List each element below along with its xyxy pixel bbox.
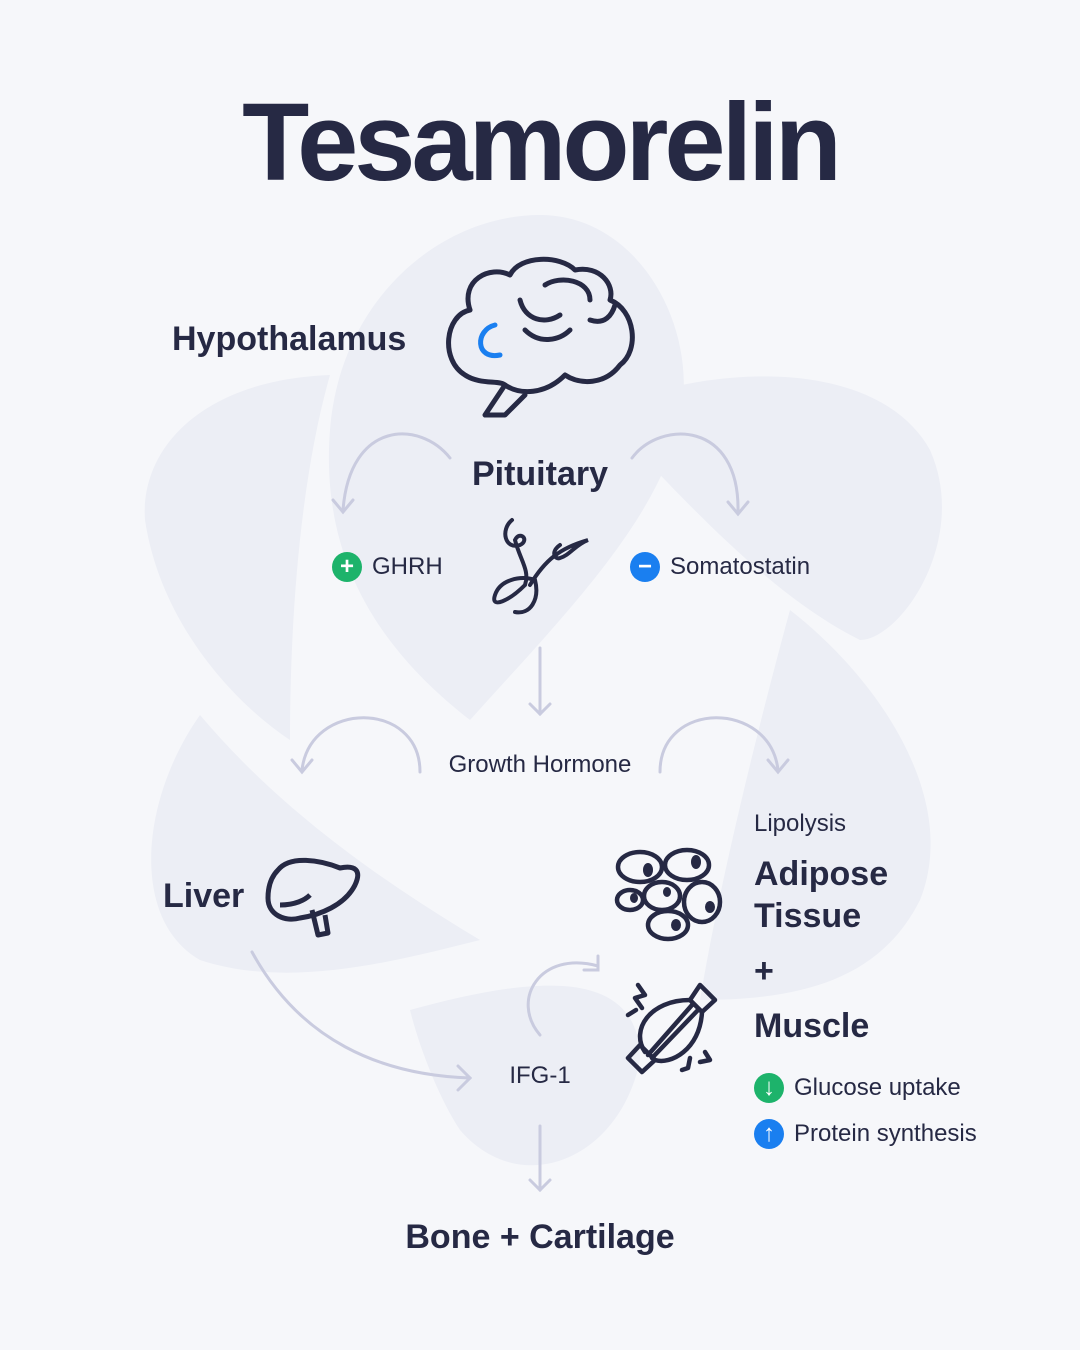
adipose-label-line1: Adipose [754,855,889,893]
effect-label: Protein synthesis [794,1120,977,1147]
igf-label: IFG-1 [509,1062,571,1089]
arrow-down-icon: ↓ [754,1073,784,1103]
minus-icon: − [630,552,660,582]
effect-item: ↑ Protein synthesis [754,1119,977,1149]
adipose-label-line2: Tissue [754,897,862,935]
lipolysis-label: Lipolysis [754,810,847,837]
liver-icon [265,857,361,938]
somatostatin-label: Somatostatin [670,553,811,580]
flow-arrows [250,432,790,1193]
hypothalamus-highlight-icon [478,322,503,358]
effect-item: ↓ Glucose uptake [754,1073,961,1103]
hypothalamus-label: Hypothalamus [172,320,407,358]
background-propeller-shape [144,215,942,1166]
plus-label: + [754,952,774,990]
pituitary-icon [492,518,589,615]
muscle-icon [625,982,718,1075]
ghrh-item: + GHRH [332,552,443,582]
somatostatin-item: − Somatostatin [630,552,810,582]
brain-icon [446,256,635,418]
adipose-cells-icon [614,847,723,942]
plus-icon: + [332,552,362,582]
adipose-nuclei [630,855,715,931]
bone-cartilage-label: Bone + Cartilage [405,1218,675,1256]
ghrh-label: GHRH [372,553,443,580]
muscle-label: Muscle [754,1007,870,1045]
pituitary-label: Pituitary [471,455,609,493]
page-title: Tesamorelin [242,81,842,204]
arrow-up-icon: ↑ [754,1119,784,1149]
effect-label: Glucose uptake [794,1074,961,1101]
growth-hormone-label: Growth Hormone [448,751,632,778]
liver-label: Liver [163,877,245,915]
